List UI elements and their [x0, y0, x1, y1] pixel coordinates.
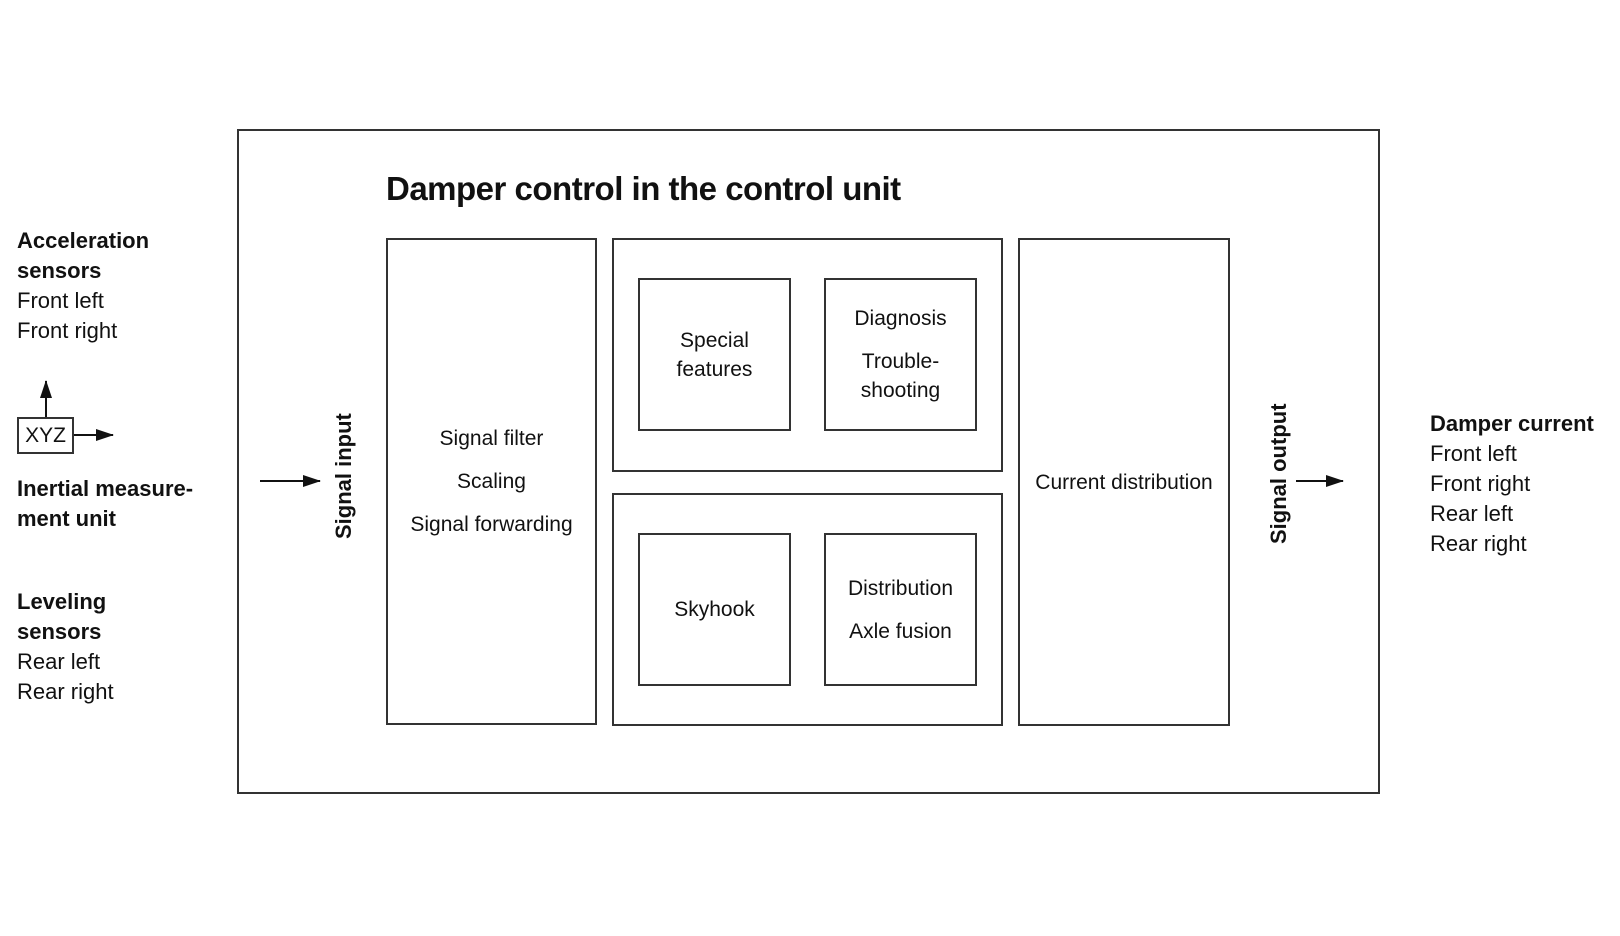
special-features-line-2: features [676, 357, 753, 381]
diagram-title: Damper control in the control unit [386, 170, 901, 207]
leveling-sensors-block: Leveling sensors Rear left Rear right [17, 587, 114, 707]
acceleration-sensor-front-right: Front right [17, 318, 118, 343]
acceleration-sensors-block: Acceleration sensors Front left Front ri… [17, 226, 149, 346]
damper-current-block: Damper current Front left Front right Re… [1430, 409, 1594, 559]
damper-current-heading: Damper current [1430, 411, 1594, 436]
distribution-label: Distribution [847, 576, 954, 600]
scaling-label: Scaling [457, 470, 526, 493]
special-features-line-1: Special [680, 328, 749, 352]
skyhook-label: Skyhook [674, 598, 755, 621]
leveling-sensor-rear-left: Rear left [17, 649, 101, 674]
acceleration-sensor-front-left: Front left [17, 288, 104, 313]
leveling-sensor-rear-right: Rear right [17, 679, 114, 704]
signal-input-label: Signal input [331, 413, 356, 539]
skyhook-block: Skyhook [638, 533, 791, 686]
current-distribution-label: Current distribution [1035, 470, 1213, 494]
special-features-block: Special features [638, 278, 791, 431]
imu-heading-2: ment unit [17, 506, 116, 531]
leveling-sensors-heading-2: sensors [17, 619, 102, 644]
imu-block: Inertial measure- ment unit [17, 474, 193, 534]
signal-output-label: Signal output [1266, 403, 1291, 544]
damper-current-rear-right: Rear right [1430, 531, 1527, 556]
signal-processing-block: Signal filter Scaling Signal forwarding [386, 238, 597, 725]
acceleration-sensors-heading-2: sensors [17, 258, 102, 283]
damper-current-front-right: Front right [1430, 471, 1531, 496]
damper-current-front-left: Front left [1430, 441, 1517, 466]
signal-filter-label: Signal filter [439, 427, 544, 450]
signal-forwarding-label: Signal forwarding [410, 513, 573, 536]
leveling-sensors-heading-1: Leveling [17, 589, 107, 614]
acceleration-sensors-heading-1: Acceleration [17, 228, 150, 253]
diagnosis-block: Diagnosis Trouble- shooting [824, 278, 977, 431]
distribution-block: Distribution Axle fusion [824, 533, 977, 686]
current-distribution-block: Current distribution [1018, 238, 1230, 726]
imu-xyz-label: XYZ [25, 424, 66, 447]
imu-xyz-box: XYZ [17, 417, 74, 454]
imu-heading-1: Inertial measure- [17, 476, 194, 501]
troubleshooting-line-1: Trouble- [861, 350, 940, 373]
troubleshooting-line-2: shooting [860, 379, 941, 402]
diagnosis-title: Diagnosis [854, 307, 947, 330]
damper-current-rear-left: Rear left [1430, 501, 1514, 526]
axle-fusion-label: Axle fusion [849, 619, 952, 643]
